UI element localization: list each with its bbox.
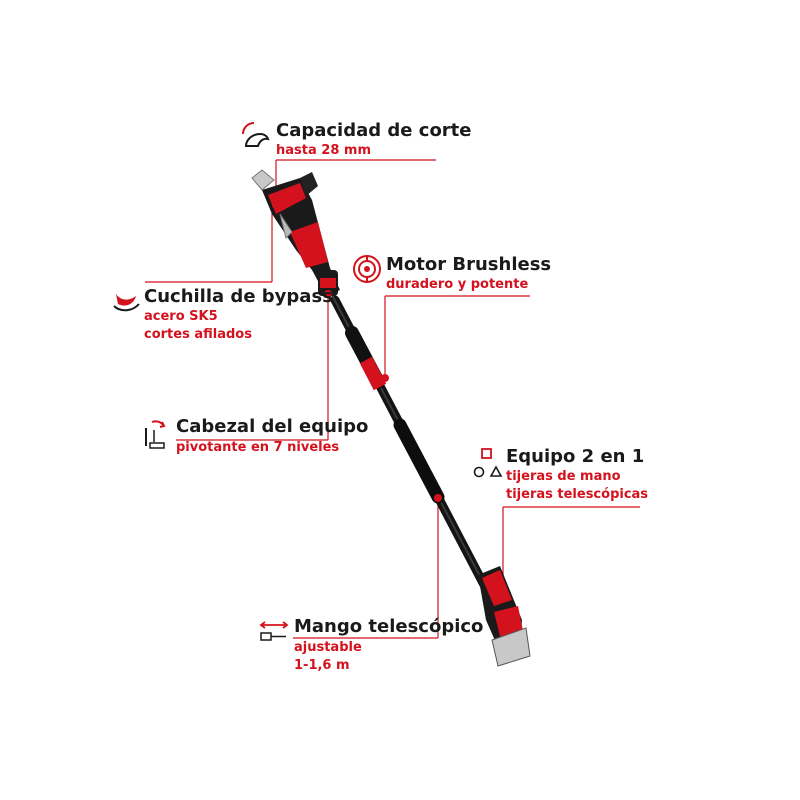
- telescopic-handle-icon: [259, 621, 289, 641]
- feature-line-2: cortes afilados: [144, 327, 252, 342]
- brushless-motor-icon: [353, 255, 381, 283]
- cut-capacity-icon: [242, 122, 270, 147]
- feature-title: Equipo 2 en 1: [506, 446, 645, 467]
- feature-subtitle: hasta 28 mm: [276, 143, 371, 158]
- feature-line-2: tijeras telescópicas: [506, 487, 649, 502]
- feature-line-2: 1-1,6 m: [294, 658, 350, 673]
- bypass-blade-icon: [113, 294, 140, 312]
- shapes-icon: [473, 448, 503, 478]
- feature-line-1: ajustable: [294, 640, 362, 655]
- feature-title: Cuchilla de bypass: [144, 286, 333, 307]
- pole: [330, 294, 510, 630]
- feature-title: Cabezal del equipo: [176, 416, 369, 437]
- leader-lines: [145, 159, 640, 639]
- feature-line-1: acero SK5: [144, 309, 218, 324]
- feature-title: Motor Brushless: [386, 254, 552, 275]
- feature-line-1: tijeras de mano: [506, 469, 621, 484]
- marker-dots: [272, 201, 507, 596]
- tool-head: [251, 169, 340, 296]
- pivot-head-icon: [145, 420, 166, 449]
- feature-title: Mango telescópico: [294, 616, 484, 637]
- feature-subtitle: pivotante en 7 niveles: [176, 440, 340, 455]
- handle-end: [478, 566, 531, 667]
- feature-subtitle: duradero y potente: [386, 277, 529, 292]
- feature-title: Capacidad de corte: [276, 120, 472, 141]
